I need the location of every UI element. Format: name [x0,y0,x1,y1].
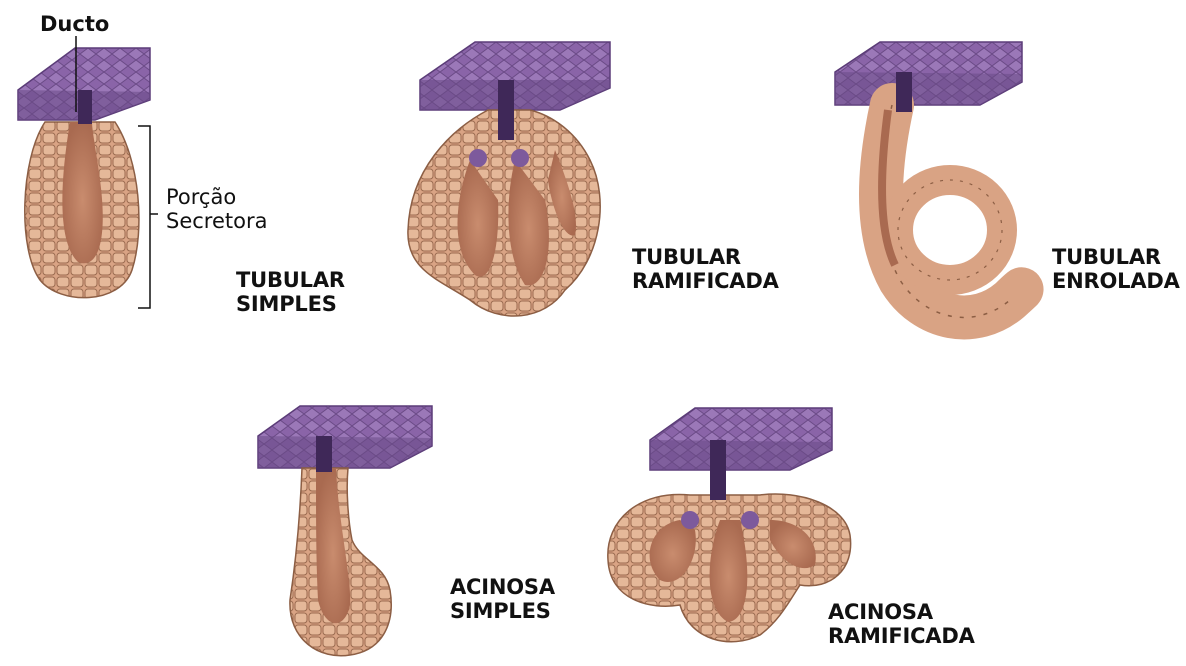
gland-tubular-simple [18,36,158,308]
label-line2: ENROLADA [1052,269,1180,293]
duct-opening [498,80,514,140]
duct-opening [896,72,912,112]
secretory-label-line1: Porção [166,185,267,209]
label-acinar-simple: ACINOSA SIMPLES [450,575,555,623]
label-line2: RAMIFICADA [632,269,779,293]
label-tubular-simple: TUBULAR SIMPLES [236,268,345,316]
gland-tubular-coiled [835,42,1022,317]
label-line1: TUBULAR [1052,245,1180,269]
label-line2: SIMPLES [450,599,555,623]
duct-opening [710,440,726,500]
label-line2: RAMIFICADA [828,624,975,648]
secretory-portion-label: Porção Secretora [166,185,267,233]
duct-opening [316,436,332,472]
gland-acinar-branched [608,408,851,642]
label-line1: TUBULAR [236,268,345,292]
label-acinar-branched: ACINOSA RAMIFICADA [828,600,975,648]
duct-label: Ducto [40,12,109,36]
gland-tubular-branched [408,42,610,316]
gland-acinar-simple [258,406,432,656]
label-tubular-coiled: TUBULAR ENROLADA [1052,245,1180,293]
label-line2: SIMPLES [236,292,345,316]
label-line1: TUBULAR [632,245,779,269]
secretory-label-line2: Secretora [166,209,267,233]
label-tubular-branched: TUBULAR RAMIFICADA [632,245,779,293]
duct-opening [78,90,92,124]
label-line1: ACINOSA [828,600,975,624]
label-line1: ACINOSA [450,575,555,599]
secretory-bracket [138,126,158,308]
